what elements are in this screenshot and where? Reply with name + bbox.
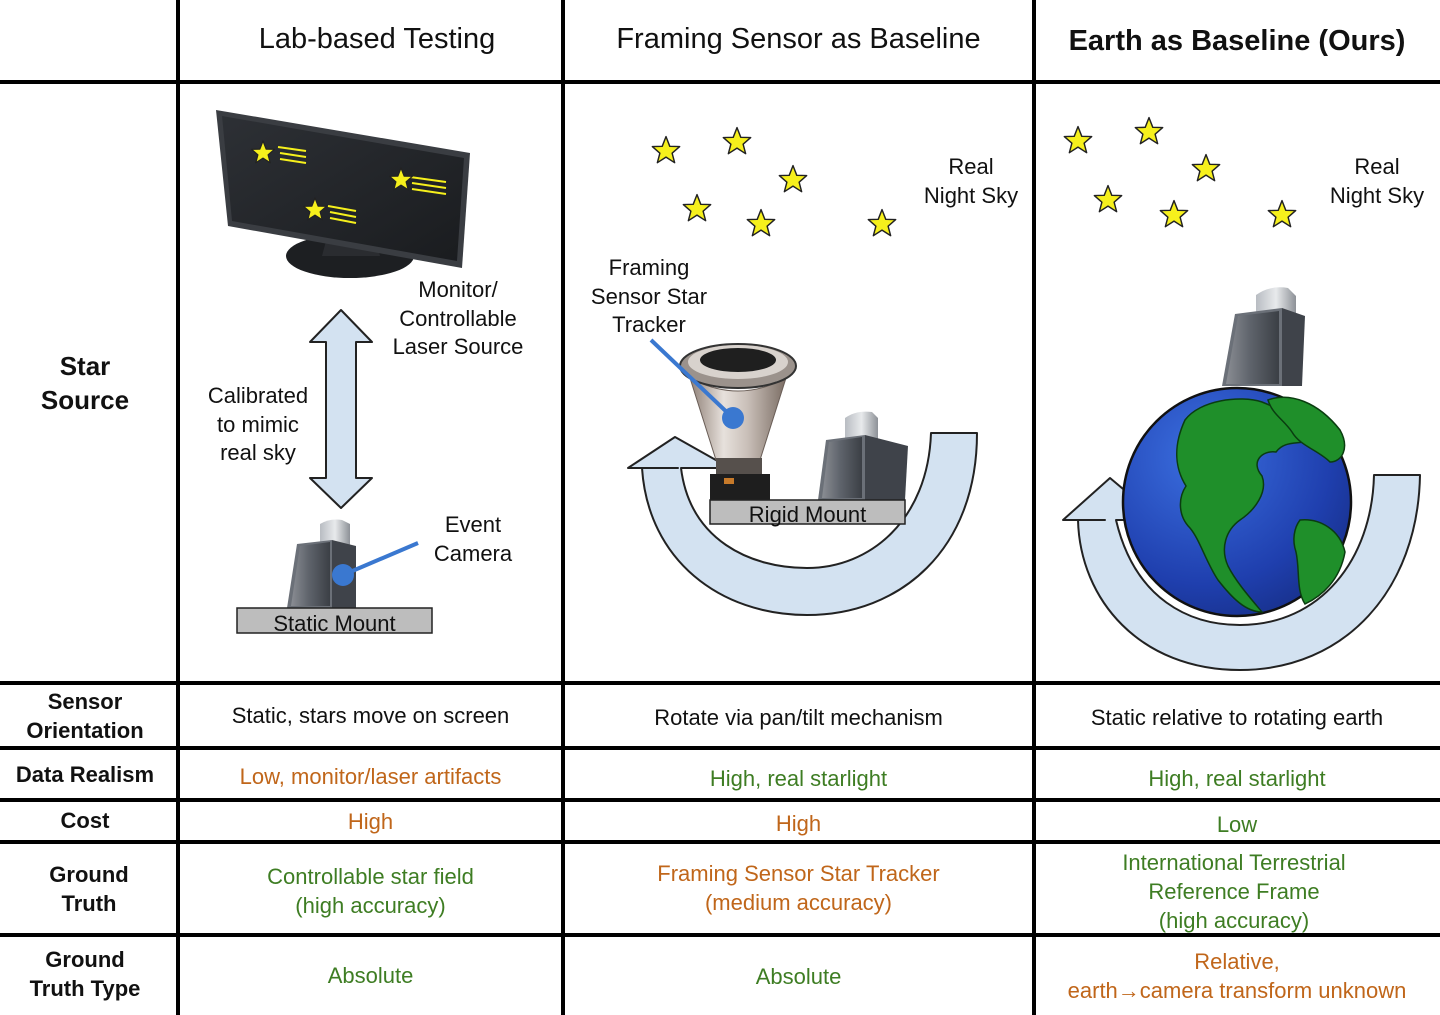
star-icon bbox=[651, 135, 681, 164]
header-lab-based-testing: Lab-based Testing bbox=[258, 23, 496, 55]
header-framing-sensor: Framing Sensor as Baseline bbox=[616, 23, 981, 55]
star-icon bbox=[1134, 116, 1164, 145]
event-camera-pointer-dot bbox=[332, 564, 354, 586]
star-icon bbox=[1159, 199, 1189, 228]
cell-earth-ground-truth-type: Relative,earth→camera transform unknown bbox=[1067, 949, 1407, 1004]
earth-globe-icon bbox=[1121, 386, 1353, 618]
framing-sky-stars bbox=[651, 126, 897, 237]
monitor-illustration bbox=[216, 110, 470, 278]
rowlabel-data-realism: Data Realism bbox=[15, 762, 155, 787]
star-icon bbox=[867, 208, 897, 237]
framing-rotation-arrow bbox=[627, 432, 978, 616]
rowlabel-cost: Cost bbox=[60, 808, 110, 833]
cell-lab-ground-truth: Controllable star field(high accuracy) bbox=[267, 864, 474, 919]
cell-lab-cost: High bbox=[347, 809, 394, 834]
cell-framing-data-realism: High, real starlight bbox=[709, 766, 888, 791]
cell-earth-sensor-orientation: Static relative to rotating earth bbox=[1090, 705, 1384, 730]
cell-framing-ground-truth-type: Absolute bbox=[755, 964, 842, 989]
header-earth-baseline: Earth as Baseline (Ours) bbox=[1068, 25, 1406, 57]
cell-framing-sensor-orientation: Rotate via pan/tilt mechanism bbox=[654, 705, 943, 730]
cell-framing-ground-truth: Framing Sensor Star Tracker(medium accur… bbox=[657, 861, 940, 916]
cell-earth-cost: Low bbox=[1216, 812, 1258, 837]
earth-camera-icon bbox=[1222, 287, 1305, 386]
framing-camera-icon bbox=[818, 411, 908, 500]
label-static-mount: Static Mount bbox=[273, 611, 396, 636]
tracker-pointer bbox=[649, 338, 735, 420]
event-camera-icon bbox=[287, 519, 356, 608]
label-rigid-mount: Rigid Mount bbox=[748, 502, 867, 527]
cell-earth-data-realism: High, real starlight bbox=[1148, 766, 1326, 791]
star-icon bbox=[1063, 125, 1093, 154]
star-icon bbox=[1191, 153, 1221, 182]
star-icon bbox=[1093, 184, 1123, 213]
star-icon bbox=[682, 193, 712, 222]
static-mount bbox=[236, 607, 433, 634]
star-icon bbox=[746, 208, 776, 237]
event-camera-pointer bbox=[342, 541, 419, 577]
calibration-double-arrow bbox=[309, 309, 373, 509]
star-icon bbox=[722, 126, 752, 155]
framing-star-tracker-icon bbox=[679, 343, 797, 500]
star-icon bbox=[778, 164, 808, 193]
cell-lab-sensor-orientation: Static, stars move on screen bbox=[231, 703, 510, 728]
earth-rotation-arrow bbox=[1062, 474, 1421, 671]
earth-sky-stars bbox=[1063, 116, 1297, 228]
cell-framing-cost: High bbox=[775, 811, 822, 836]
tracker-pointer-dot bbox=[722, 407, 744, 429]
cell-lab-data-realism: Low, monitor/laser artifacts bbox=[239, 764, 502, 789]
rigid-mount bbox=[709, 499, 906, 525]
star-icon bbox=[1267, 199, 1297, 228]
cell-lab-ground-truth-type: Absolute bbox=[327, 963, 414, 988]
